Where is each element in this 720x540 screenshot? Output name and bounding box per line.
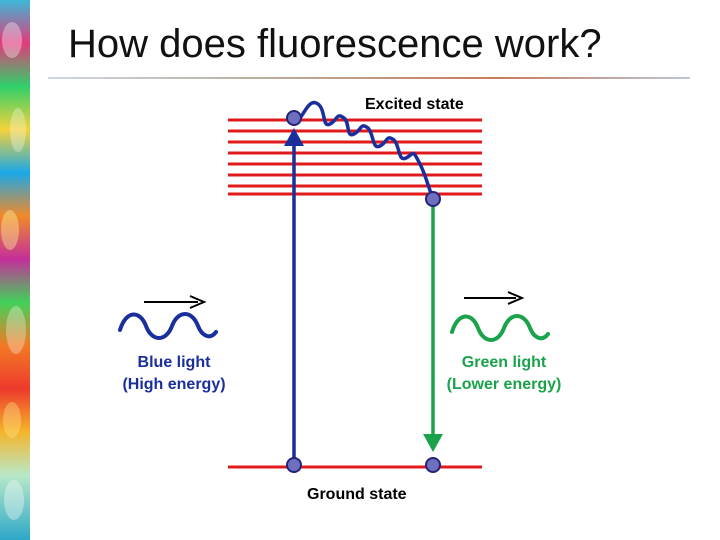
green-light-label-line1: Green light <box>461 354 547 371</box>
vibrational-relaxation-path <box>298 100 434 198</box>
blue-light-label-line2: (High energy) <box>122 376 226 393</box>
page-title: How does fluorescence work? <box>68 22 602 66</box>
absorption-arrow-head <box>284 128 304 146</box>
ground-state-label: Ground state <box>307 486 407 503</box>
title-divider <box>48 77 690 79</box>
blue-light-label: Blue light (High energy) <box>108 352 240 396</box>
green-light-wave-icon <box>450 314 550 342</box>
green-light-direction-arrow-icon <box>464 291 525 305</box>
green-light-label-line2: (Lower energy) <box>446 376 562 393</box>
electron-dot <box>286 457 302 473</box>
blue-light-label-line1: Blue light <box>137 354 211 371</box>
emission-arrow-head <box>423 434 443 452</box>
green-light-label: Green light (Lower energy) <box>432 352 576 396</box>
excited-state-levels <box>228 118 482 196</box>
electron-dot <box>425 457 441 473</box>
fluorescent-photo-graphic <box>0 0 30 540</box>
excited-state-label: Excited state <box>365 96 464 113</box>
blue-light-wave-icon <box>118 312 218 340</box>
fluorescent-photo-strip <box>0 0 30 540</box>
blue-light-direction-arrow-icon <box>144 295 207 309</box>
electron-dot <box>286 110 302 126</box>
electron-dot <box>425 191 441 207</box>
